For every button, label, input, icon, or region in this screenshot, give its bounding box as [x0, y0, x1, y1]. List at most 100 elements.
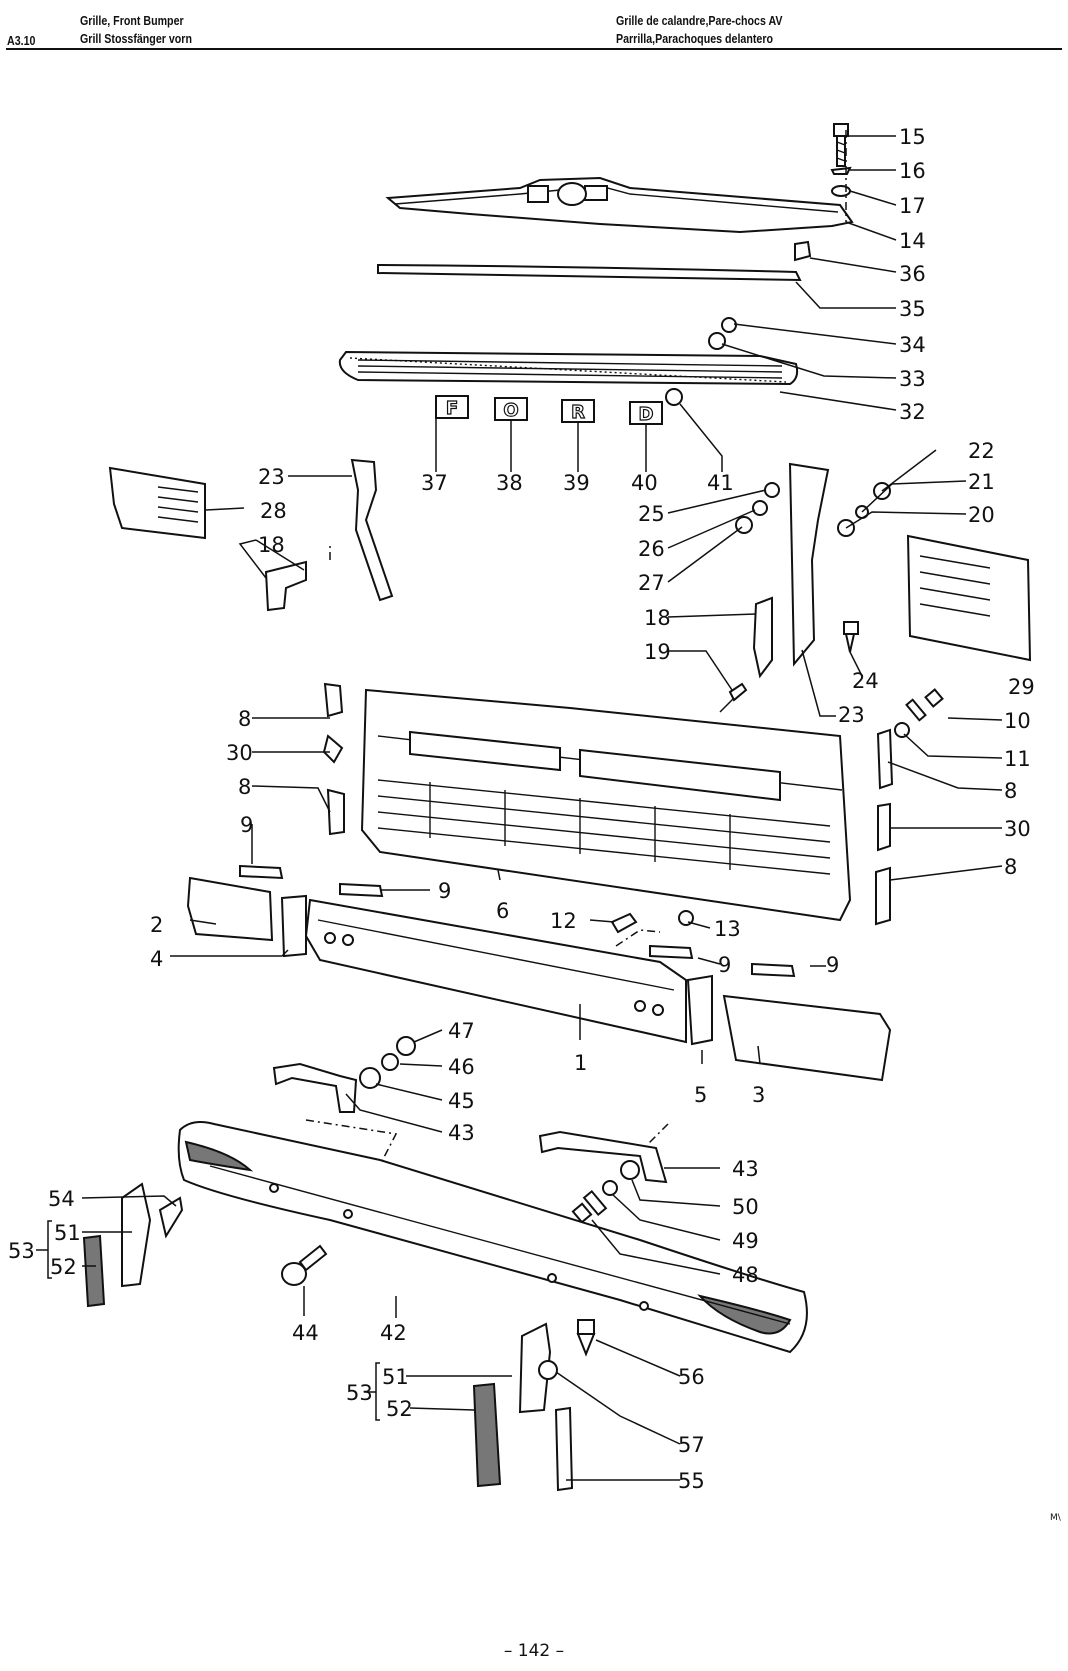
- callout-25: 25: [638, 502, 665, 526]
- grille-upper-moulding: [377, 263, 802, 282]
- callout-8-right-b: 8: [1004, 855, 1017, 879]
- callout-6: 6: [496, 899, 509, 923]
- washer-33: [708, 332, 726, 350]
- callout-53-left: 53: [8, 1239, 35, 1263]
- callout-30-right: 30: [1004, 817, 1031, 841]
- left-overrider: [82, 1182, 184, 1308]
- left-end-cap: [186, 876, 274, 942]
- overrider-washer-57: [538, 1360, 558, 1380]
- grille-trim-panel: [338, 350, 799, 386]
- washer-26: [752, 500, 768, 516]
- bracket-bolt: [843, 621, 859, 653]
- callout-52-right: 52: [386, 1397, 413, 1421]
- washer-45: [359, 1067, 381, 1089]
- callout-2: 2: [150, 913, 163, 937]
- callout-27: 27: [638, 571, 665, 595]
- retaining-clip: [794, 240, 812, 262]
- callout-40: 40: [631, 471, 658, 495]
- callout-9-a: 9: [240, 813, 253, 837]
- bumper-bar: [177, 1121, 808, 1354]
- callout-53-right: 53: [346, 1381, 373, 1405]
- nut-25: [764, 482, 780, 498]
- push-rivet: [719, 682, 748, 713]
- callout-9-c: 9: [718, 953, 731, 977]
- right-side-panel: [906, 534, 1032, 662]
- callout-44: 44: [292, 1321, 319, 1345]
- callout-8-left-b: 8: [238, 775, 251, 799]
- callout-47: 47: [448, 1019, 475, 1043]
- callout-33: 33: [899, 367, 926, 391]
- callout-34: 34: [899, 333, 926, 357]
- callout-51-left: 51: [54, 1221, 81, 1245]
- emblem-letter-o: O: [503, 400, 518, 421]
- callout-19: 19: [644, 640, 671, 664]
- callout-4: 4: [150, 947, 163, 971]
- callout-38: 38: [496, 471, 523, 495]
- callout-29: 29: [1008, 675, 1035, 699]
- callout-43-right: 43: [732, 1157, 759, 1181]
- grille-clips-right: [875, 728, 894, 926]
- callout-1: 1: [574, 1051, 587, 1075]
- left-bumper-bracket: [272, 1062, 358, 1113]
- callout-28: 28: [260, 499, 287, 523]
- mount-clips: [239, 864, 796, 978]
- right-overrider: [472, 1322, 574, 1492]
- callout-35: 35: [899, 297, 926, 321]
- header-rule: [6, 48, 1062, 50]
- lock-washer: [830, 166, 852, 175]
- bolt-48: [571, 1189, 608, 1224]
- title-english: Grille, Front Bumper: [80, 13, 184, 28]
- emblem-letter-f: F: [446, 398, 458, 419]
- left-side-panel: [108, 466, 206, 540]
- grille-bolt: [905, 688, 944, 722]
- grille-screw-12: [610, 912, 638, 934]
- emblem-letter-d: D: [639, 404, 654, 425]
- callout-52-left: 52: [50, 1255, 77, 1279]
- page-number: – 142 –: [503, 1641, 565, 1661]
- callout-30-left: 30: [226, 741, 253, 765]
- callout-16: 16: [899, 159, 926, 183]
- callout-49: 49: [732, 1229, 759, 1253]
- callout-41: 41: [707, 471, 734, 495]
- callout-9-b: 9: [438, 879, 451, 903]
- emblem-letter-r: R: [571, 402, 585, 423]
- right-end-cap: [722, 994, 892, 1082]
- bumper-bolt-44: [281, 1244, 328, 1286]
- callout-12: 12: [550, 909, 577, 933]
- callout-17: 17: [899, 194, 926, 218]
- callout-48: 48: [732, 1263, 759, 1287]
- callout-43-left: 43: [448, 1121, 475, 1145]
- grille-washer-11: [894, 722, 910, 738]
- leader-lines: [81, 135, 1003, 1481]
- callout-labels: 15 16 17 14 36 35 34 33 32 37 38 39 40 4…: [8, 125, 1035, 1493]
- title-german: Grill Stossfänger vorn: [80, 31, 192, 46]
- washer-46: [381, 1053, 399, 1071]
- callout-15: 15: [899, 125, 926, 149]
- callout-18-right: 18: [644, 606, 671, 630]
- spire-nut: [678, 910, 694, 926]
- emblem-nut: [665, 388, 683, 406]
- left-clip-bracket: [264, 560, 307, 612]
- callout-9-d: 9: [826, 953, 839, 977]
- callout-23-left: 23: [258, 465, 285, 489]
- callout-8-right-a: 8: [1004, 779, 1017, 803]
- callout-20: 20: [968, 503, 995, 527]
- callout-18-left: 18: [258, 533, 285, 557]
- callout-24: 24: [852, 669, 879, 693]
- flat-washer: [831, 185, 851, 197]
- right-clip-bracket: [752, 596, 773, 679]
- nut-34: [721, 317, 737, 333]
- radiator-grille: [360, 688, 852, 922]
- callout-32: 32: [899, 400, 926, 424]
- callout-5: 5: [694, 1083, 707, 1107]
- corner-mark: M\: [1050, 1513, 1061, 1523]
- callout-39: 39: [563, 471, 590, 495]
- callout-10: 10: [1004, 709, 1031, 733]
- callout-14: 14: [899, 229, 926, 253]
- callout-37: 37: [421, 471, 448, 495]
- callout-13: 13: [714, 917, 741, 941]
- title-spanish: Parrilla,Parachoques delantero: [616, 31, 774, 46]
- washer-50: [620, 1160, 640, 1180]
- grille-clips-left: [322, 682, 345, 836]
- section-code: A3.10: [7, 33, 36, 48]
